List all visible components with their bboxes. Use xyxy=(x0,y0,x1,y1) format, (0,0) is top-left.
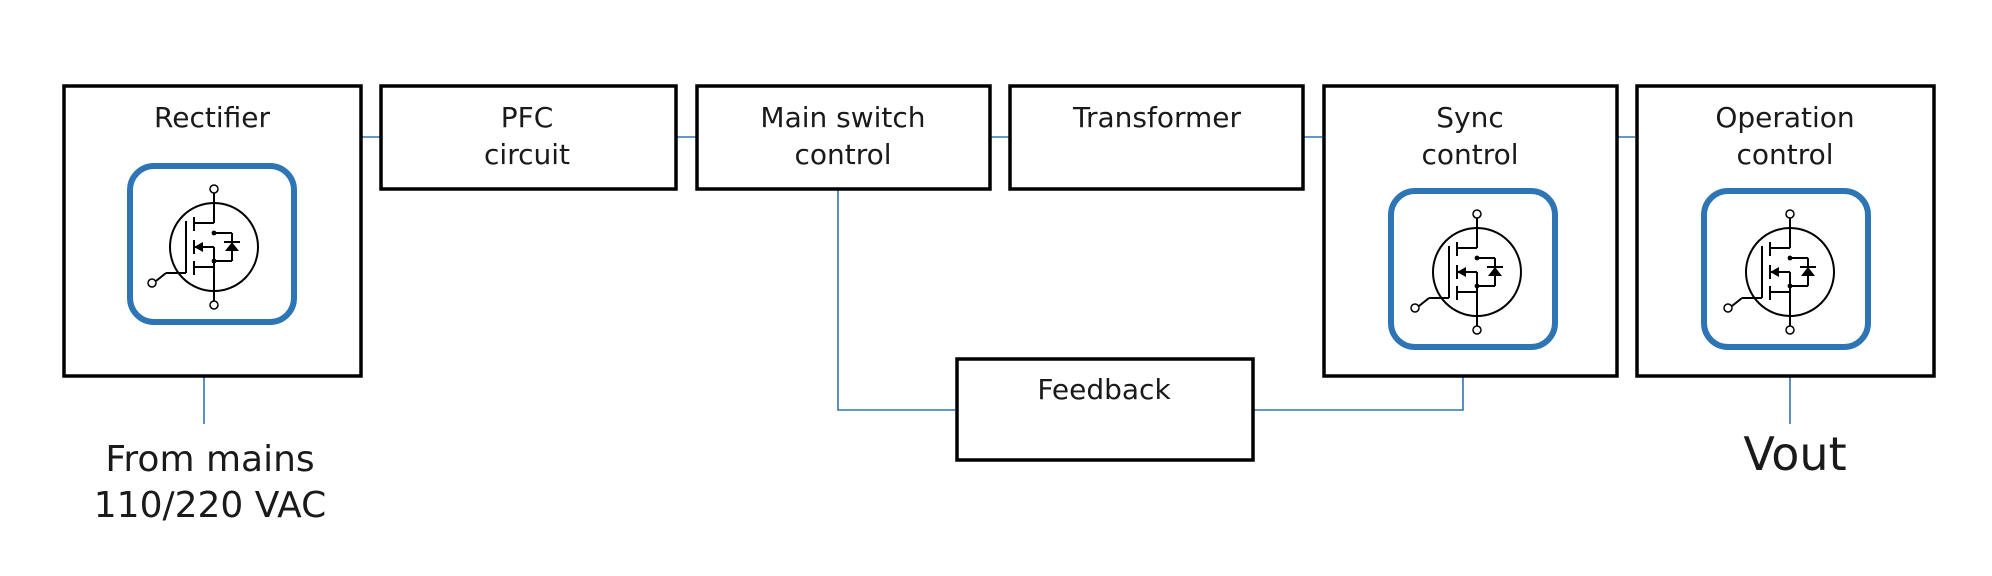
operation-label-line1: Operation xyxy=(1715,101,1854,134)
sync-mosfet-frame xyxy=(1388,188,1558,350)
input-label-line2: 110/220 VAC xyxy=(94,485,326,526)
output-label-vout: Vout xyxy=(1743,427,1846,481)
sync-control-block: Sync control xyxy=(1322,84,1619,378)
pfc-label-line2: circuit xyxy=(484,138,570,171)
main-switch-control-block: Main switch control xyxy=(695,84,992,191)
main-switch-label-line1: Main switch xyxy=(760,101,925,134)
pfc-circuit-block: PFC circuit xyxy=(379,84,678,191)
pfc-label-line1: PFC xyxy=(501,101,554,134)
main-switch-label-line2: control xyxy=(794,138,891,171)
input-label-line1: From mains xyxy=(105,439,314,480)
operation-mosfet-frame xyxy=(1701,188,1871,350)
rectifier-mosfet-frame xyxy=(127,163,297,325)
transformer-label: Transformer xyxy=(1072,101,1242,134)
feedback-label: Feedback xyxy=(1037,373,1171,406)
wire-feedback-sync xyxy=(1253,376,1464,411)
wire-main-switch-feedback xyxy=(837,190,955,411)
rectifier-label: Rectifier xyxy=(154,101,270,134)
feedback-block: Feedback xyxy=(955,357,1255,462)
operation-label-line2: control xyxy=(1736,138,1833,171)
transformer-block: Transformer xyxy=(1008,84,1305,191)
rectifier-block: Rectifier xyxy=(62,84,363,378)
operation-control-block: Operation control xyxy=(1635,84,1936,378)
sync-label-line2: control xyxy=(1421,138,1518,171)
sync-label-line1: Sync xyxy=(1436,101,1503,134)
